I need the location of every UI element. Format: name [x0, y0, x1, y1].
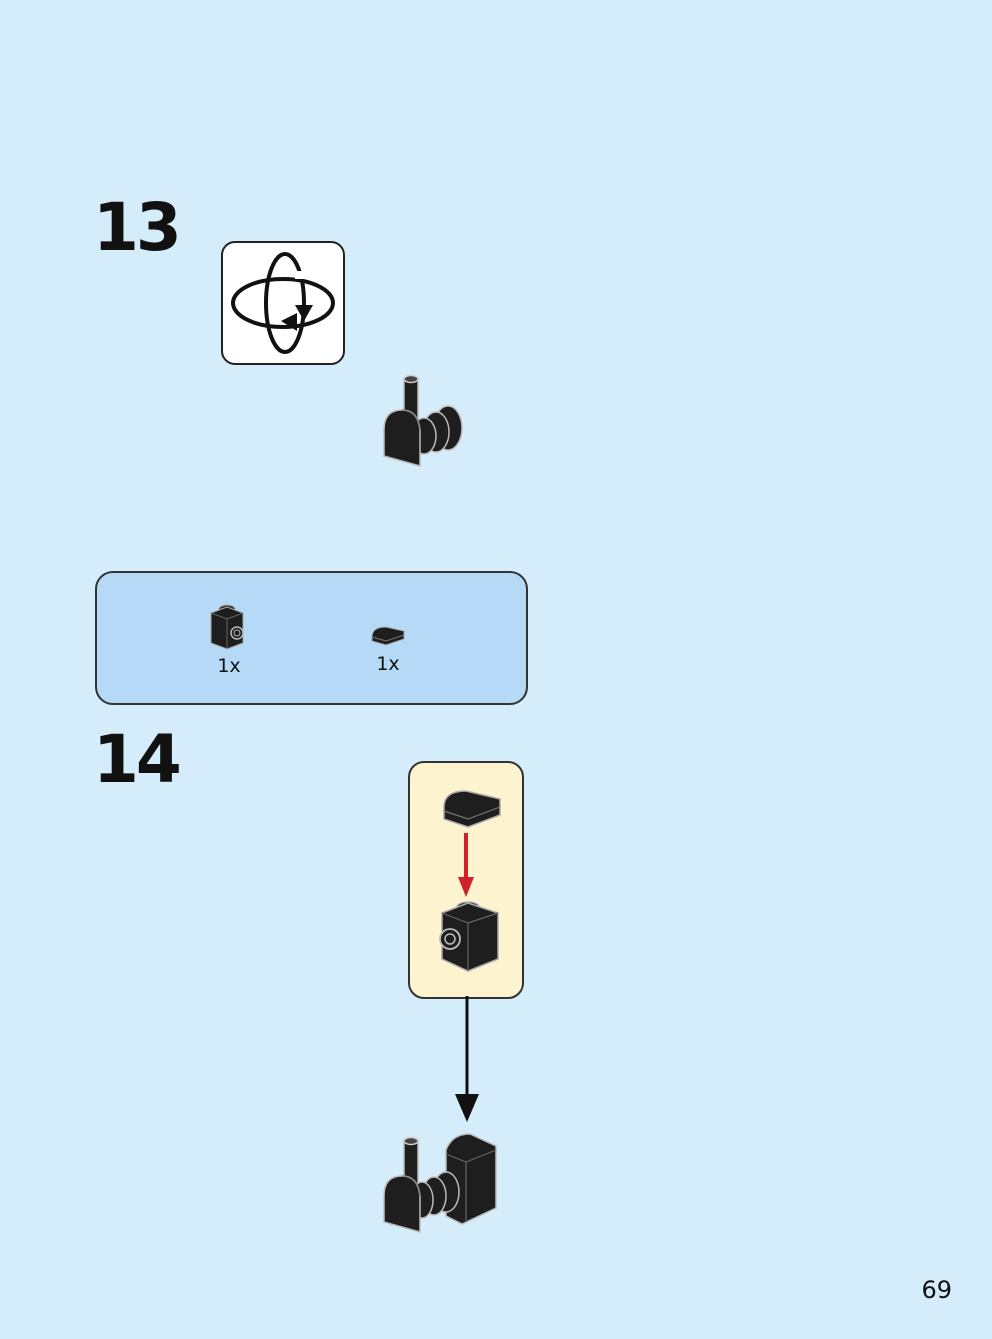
brick-1x1-with-stud-side-icon	[210, 604, 244, 650]
step14-model-illustration	[383, 1133, 497, 1233]
rotate-icon	[231, 252, 335, 354]
step-number-14: 14	[93, 721, 182, 798]
parts-list-panel: 1x 1x	[95, 571, 528, 705]
subassembly-panel	[408, 761, 524, 999]
part-tile-round-corner: 1x	[364, 623, 412, 675]
rotate-model-box	[221, 241, 345, 365]
part-brick-1x1-stud-side: 1x	[205, 603, 253, 677]
step-number-13: 13	[93, 189, 182, 266]
part-quantity: 1x	[217, 655, 241, 677]
page-number: 69	[921, 1276, 952, 1304]
tile-round-corner-icon	[371, 626, 405, 646]
part-quantity: 1x	[376, 653, 400, 675]
attach-arrow	[455, 996, 479, 1122]
step13-model-illustration	[383, 374, 463, 467]
subassembly-illustration	[439, 790, 501, 972]
